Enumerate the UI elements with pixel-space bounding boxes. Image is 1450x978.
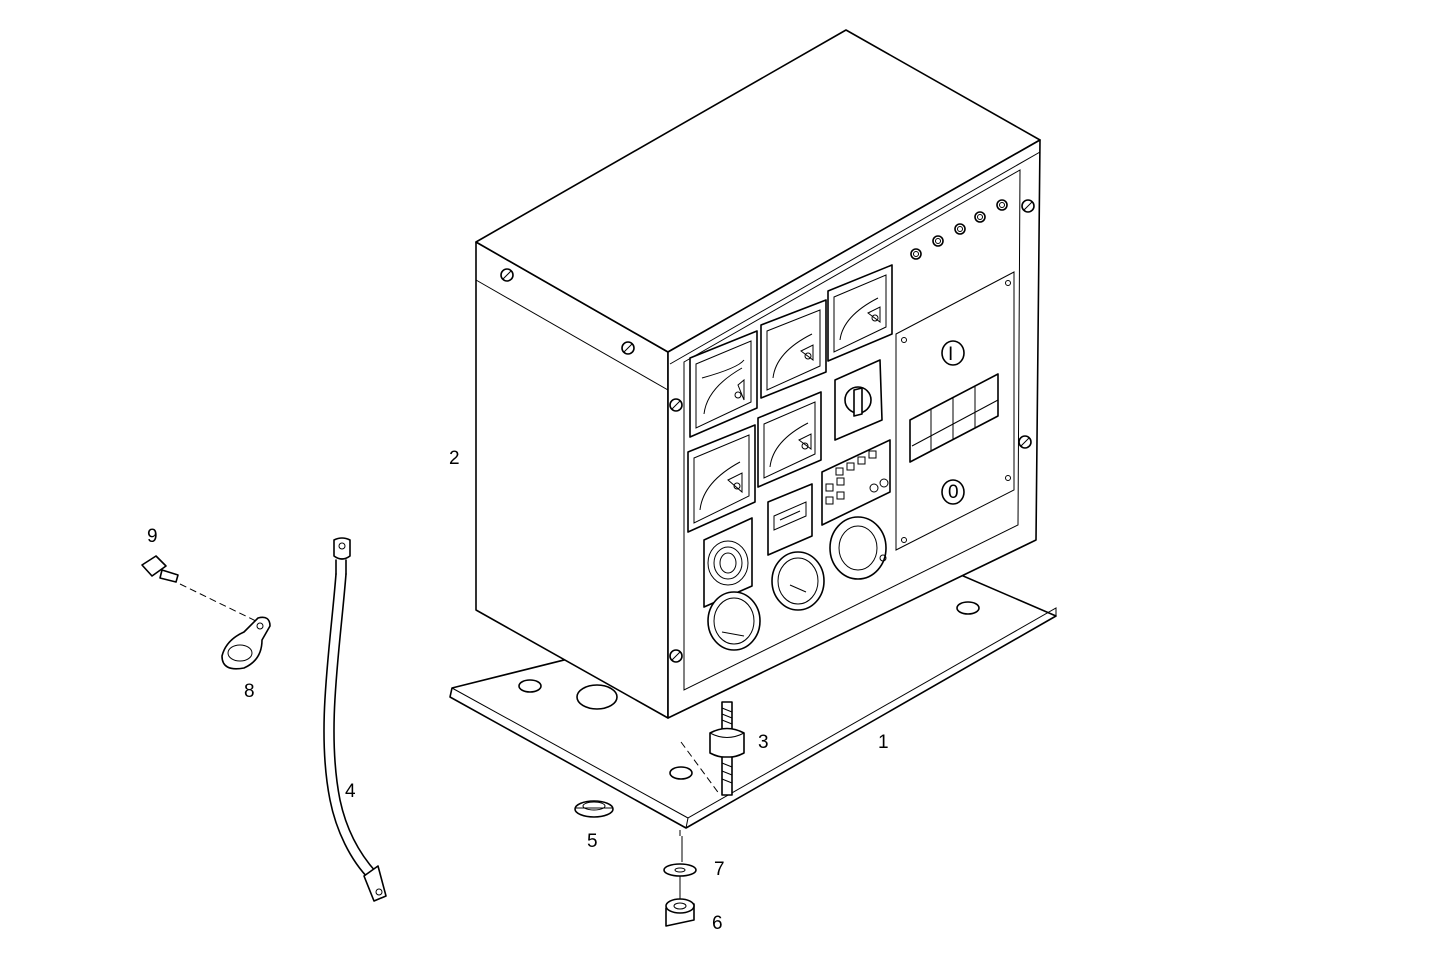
flange-bolt — [141, 555, 259, 623]
round-gauges — [707, 516, 887, 651]
analog-meters — [687, 264, 893, 533]
callout-4: 4 — [345, 781, 356, 802]
washer — [663, 836, 697, 900]
cable-clip — [221, 616, 271, 670]
callout-6: 6 — [712, 913, 723, 934]
grommet — [574, 800, 614, 818]
cable-entry-hole — [576, 684, 618, 710]
callout-7: 7 — [714, 859, 725, 880]
earth-cable — [323, 537, 387, 902]
callout-5: 5 — [587, 831, 598, 852]
selector-switch — [834, 359, 883, 441]
callout-1: 1 — [878, 732, 889, 753]
control-cabinet: I 0 — [475, 29, 1041, 719]
anti-vibration-mount — [709, 701, 745, 796]
callout-3: 3 — [758, 732, 769, 753]
breaker-off-symbol: 0 — [948, 482, 959, 503]
breaker-panel: I 0 — [895, 271, 1015, 551]
mounting-hole — [518, 679, 542, 693]
callout-9: 9 — [147, 526, 158, 547]
callout-2: 2 — [449, 448, 460, 469]
indicator-lamps — [910, 199, 1008, 260]
fan-grille — [703, 517, 753, 608]
hex-nut — [665, 898, 695, 927]
mounting-hole — [669, 766, 693, 780]
hour-counter — [767, 483, 813, 556]
pushbutton-block — [821, 439, 891, 526]
mounting-hole — [956, 601, 980, 615]
callout-8: 8 — [244, 681, 255, 702]
breaker-on-symbol: I — [948, 344, 953, 365]
